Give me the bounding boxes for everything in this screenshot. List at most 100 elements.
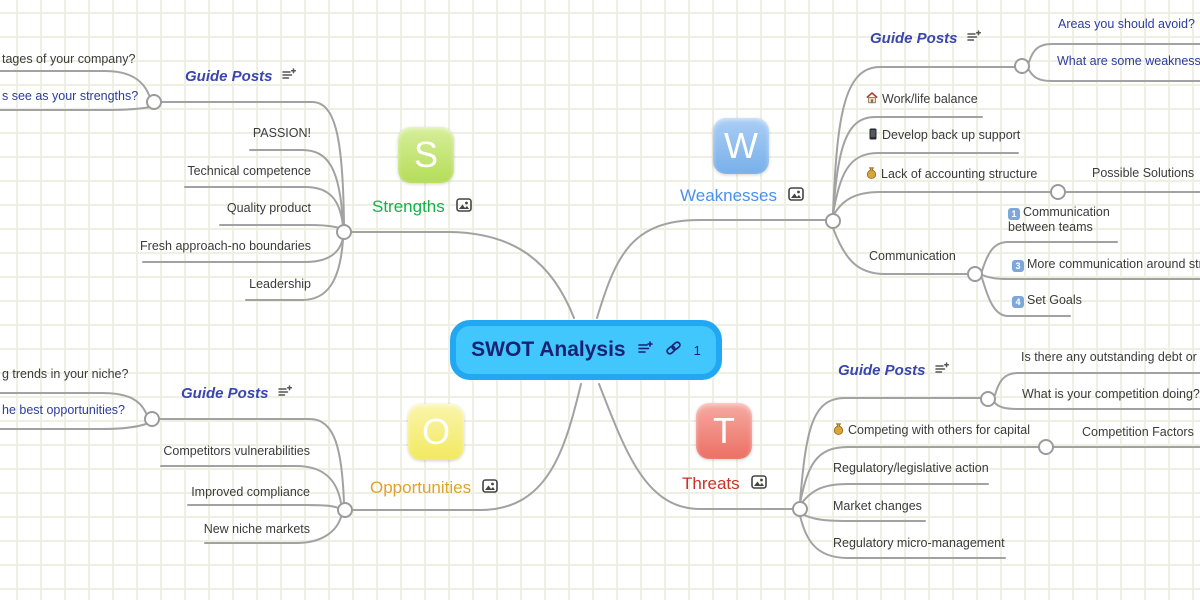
guideposts-label: Guide Posts xyxy=(181,385,269,402)
guideposts-label: Guide Posts xyxy=(838,362,926,379)
notes-plus-icon[interactable] xyxy=(277,385,292,402)
guideposts-label: Guide Posts xyxy=(185,68,273,85)
strengths-guideposts-toggle[interactable] xyxy=(146,94,162,110)
strengths-item[interactable]: Fresh approach-no boundaries xyxy=(140,239,311,253)
threats-node[interactable]: Threats xyxy=(682,474,767,494)
strengths-letter: S xyxy=(413,134,438,175)
weaknesses-letter-badge[interactable]: W xyxy=(713,118,769,174)
money-bag-icon xyxy=(866,167,877,182)
possible-solutions-toggle[interactable] xyxy=(1050,184,1066,200)
connector-line xyxy=(981,277,1071,317)
threats-guideposts-node[interactable]: Guide Posts xyxy=(838,362,949,379)
threats-guideposts-toggle[interactable] xyxy=(980,391,996,407)
connector-line xyxy=(160,101,345,226)
opportunities-letter: O xyxy=(421,411,450,452)
strengths-label: Strengths xyxy=(372,197,445,216)
connector-line xyxy=(219,224,344,231)
connector-line xyxy=(0,70,150,96)
opportunities-guideposts-node[interactable]: Guide Posts xyxy=(181,385,292,402)
keycap-1-icon: 1 xyxy=(1008,208,1020,221)
notes-plus-icon[interactable] xyxy=(637,340,653,360)
connector-line xyxy=(981,274,1200,280)
strengths-item[interactable]: Leadership xyxy=(249,277,311,291)
opportunities-item[interactable]: Improved compliance xyxy=(191,485,310,499)
strengths-node[interactable]: Strengths xyxy=(372,197,472,217)
connector-line xyxy=(832,191,1200,217)
opportunities-item[interactable]: Competitors vulnerabilities xyxy=(163,444,310,458)
image-icon[interactable] xyxy=(455,197,472,217)
threats-letter: T xyxy=(713,410,735,451)
guidepost-item[interactable]: s see as your strengths? xyxy=(2,89,139,103)
possible-solutions-node[interactable]: Possible Solutions xyxy=(1092,166,1195,180)
connector-line xyxy=(994,402,1200,410)
guidepost-item[interactable]: g trends in your niche? xyxy=(2,367,129,381)
weaknesses-guideposts-node[interactable]: Guide Posts xyxy=(870,30,981,47)
weaknesses-guideposts-toggle[interactable] xyxy=(1014,58,1030,74)
guidepost-item[interactable]: tages of your company? xyxy=(2,52,136,66)
communication-toggle[interactable] xyxy=(967,266,983,282)
link-icon[interactable] xyxy=(665,340,682,360)
image-icon[interactable] xyxy=(750,474,767,494)
opportunities-node[interactable]: Opportunities xyxy=(370,478,498,498)
opportunities-toggle[interactable] xyxy=(337,502,353,518)
threats-letter-badge[interactable]: T xyxy=(696,403,752,459)
opportunities-label: Opportunities xyxy=(370,478,472,497)
threats-toggle[interactable] xyxy=(792,501,808,517)
competition-factors-node[interactable]: Competition Factors xyxy=(1082,425,1194,439)
center-node-title: SWOT Analysis xyxy=(471,338,626,361)
guidepost-item[interactable]: he best opportunities? xyxy=(2,403,126,417)
competition-factors-toggle[interactable] xyxy=(1038,439,1054,455)
connector-line xyxy=(1028,69,1200,82)
center-node-swot-analysis[interactable]: SWOT Analysis 1 xyxy=(450,320,722,380)
connector-line xyxy=(337,383,582,511)
weaknesses-item-label: Work/life balance xyxy=(882,92,978,106)
guidepost-item[interactable]: Is there any outstanding debt or la xyxy=(1021,350,1200,364)
connector-line xyxy=(343,231,575,319)
weaknesses-label: Weaknesses xyxy=(680,186,778,205)
guidepost-item[interactable]: What is your competition doing? xyxy=(1022,387,1200,401)
connector-line xyxy=(596,219,827,319)
opportunities-letter-badge[interactable]: O xyxy=(408,404,464,460)
opportunities-item[interactable]: New niche markets xyxy=(203,522,310,536)
threats-item[interactable]: Market changes xyxy=(833,499,922,513)
connector-line xyxy=(799,446,1200,504)
guidepost-item[interactable]: What are some weaknesses xyxy=(1057,54,1200,68)
weaknesses-node[interactable]: Weaknesses xyxy=(680,186,804,206)
strengths-letter-badge[interactable]: S xyxy=(398,127,454,183)
strengths-item[interactable]: PASSION! xyxy=(252,126,311,140)
weaknesses-toggle[interactable] xyxy=(825,213,841,229)
weaknesses-item[interactable]: Develop back up support xyxy=(868,128,1020,143)
weaknesses-item[interactable]: Communication xyxy=(869,249,956,263)
weaknesses-item[interactable]: Lack of accounting structure xyxy=(866,167,1037,182)
connector-line xyxy=(187,504,340,510)
communication-child-label: Communication between teams xyxy=(1008,205,1110,235)
notes-plus-icon[interactable] xyxy=(966,30,981,47)
connector-line xyxy=(249,149,344,225)
opportunities-guideposts-toggle[interactable] xyxy=(144,411,160,427)
image-icon[interactable] xyxy=(482,478,498,498)
strengths-toggle[interactable] xyxy=(336,224,352,240)
threats-item[interactable]: Regulatory micro-management xyxy=(833,536,1005,550)
strengths-item[interactable]: Technical competence xyxy=(187,164,311,178)
guideposts-label: Guide Posts xyxy=(870,30,958,47)
connector-line xyxy=(799,397,982,503)
connector-line xyxy=(158,418,345,504)
connector-line xyxy=(801,513,926,522)
strengths-guideposts-node[interactable]: Guide Posts xyxy=(185,68,296,85)
guidepost-item[interactable]: Areas you should avoid? xyxy=(1058,17,1195,31)
weaknesses-item-label: Develop back up support xyxy=(882,128,1021,142)
notes-plus-icon[interactable] xyxy=(934,362,949,379)
strengths-item[interactable]: Quality product xyxy=(226,201,311,215)
notes-plus-icon[interactable] xyxy=(281,68,296,85)
image-icon[interactable] xyxy=(788,186,804,206)
weaknesses-item-label: Lack of accounting structure xyxy=(881,167,1038,181)
threats-item[interactable]: Competing with others for capital xyxy=(833,423,1030,438)
weaknesses-item[interactable]: Work/life balance xyxy=(866,92,978,107)
connector-line xyxy=(981,241,1118,272)
threats-item[interactable]: Regulatory/legislative action xyxy=(833,461,989,475)
